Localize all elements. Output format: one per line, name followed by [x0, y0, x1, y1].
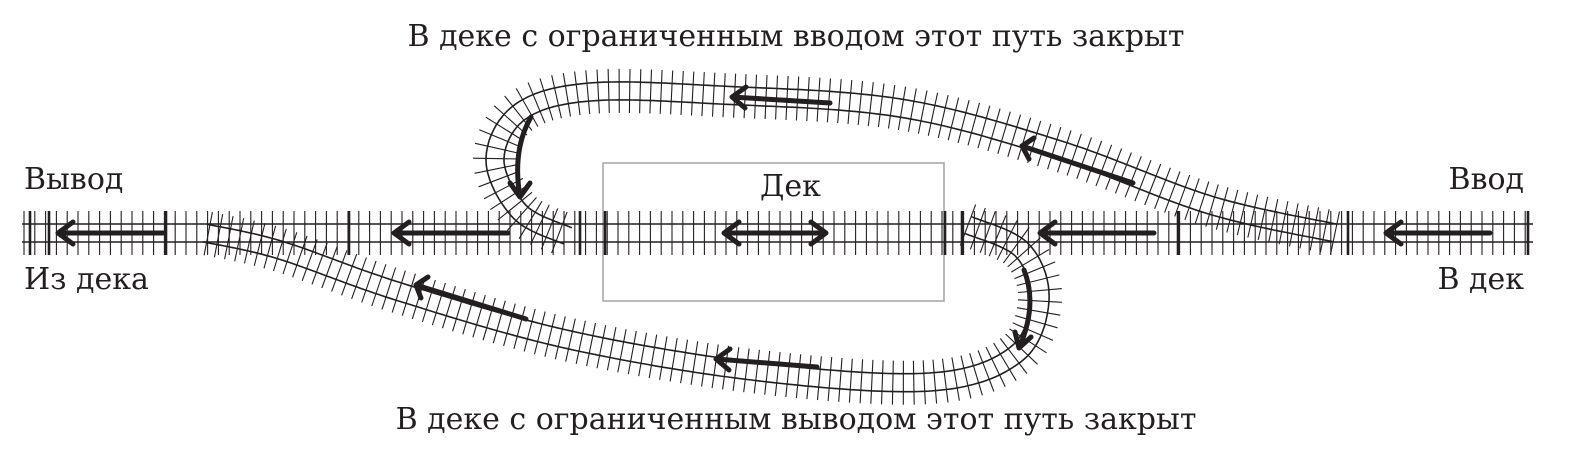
arrow-output: [55, 219, 166, 247]
output-label: Вывод: [24, 162, 124, 197]
arrow-input: [1383, 219, 1493, 247]
arrow-lower-left: [413, 274, 529, 322]
arrow-upper-right: [1019, 135, 1136, 186]
upper-loop-ties: [472, 68, 1341, 255]
upper-loop-rail-a: [485, 81, 1338, 245]
arrow-main-left: [391, 219, 511, 247]
arrow-upper-turn: [507, 114, 534, 200]
arrow-lower-bottom: [713, 346, 820, 373]
top-caption: В деке с ограниченным вводом этот путь з…: [407, 19, 1185, 54]
lower-loop-rail-b: [202, 215, 1050, 393]
input-label: Ввод: [1448, 162, 1524, 197]
deque-label: Дек: [760, 169, 821, 204]
arrow-main-right: [1037, 219, 1157, 247]
from-deque-label: Из дека: [24, 262, 149, 297]
arrow-deque-both: [721, 219, 829, 247]
main-line-ties: [23, 211, 1526, 255]
to-deque-label: В дек: [1437, 262, 1524, 297]
lower-loop-rail-a: [206, 223, 1032, 375]
bottom-caption: В деке с ограниченным выводом этот путь …: [395, 402, 1197, 437]
arrow-upper-top: [729, 84, 833, 111]
arrow-lower-turn: [1012, 267, 1034, 351]
main-line-joints: [28, 211, 1530, 255]
lower-loop-ties: [203, 204, 1062, 405]
